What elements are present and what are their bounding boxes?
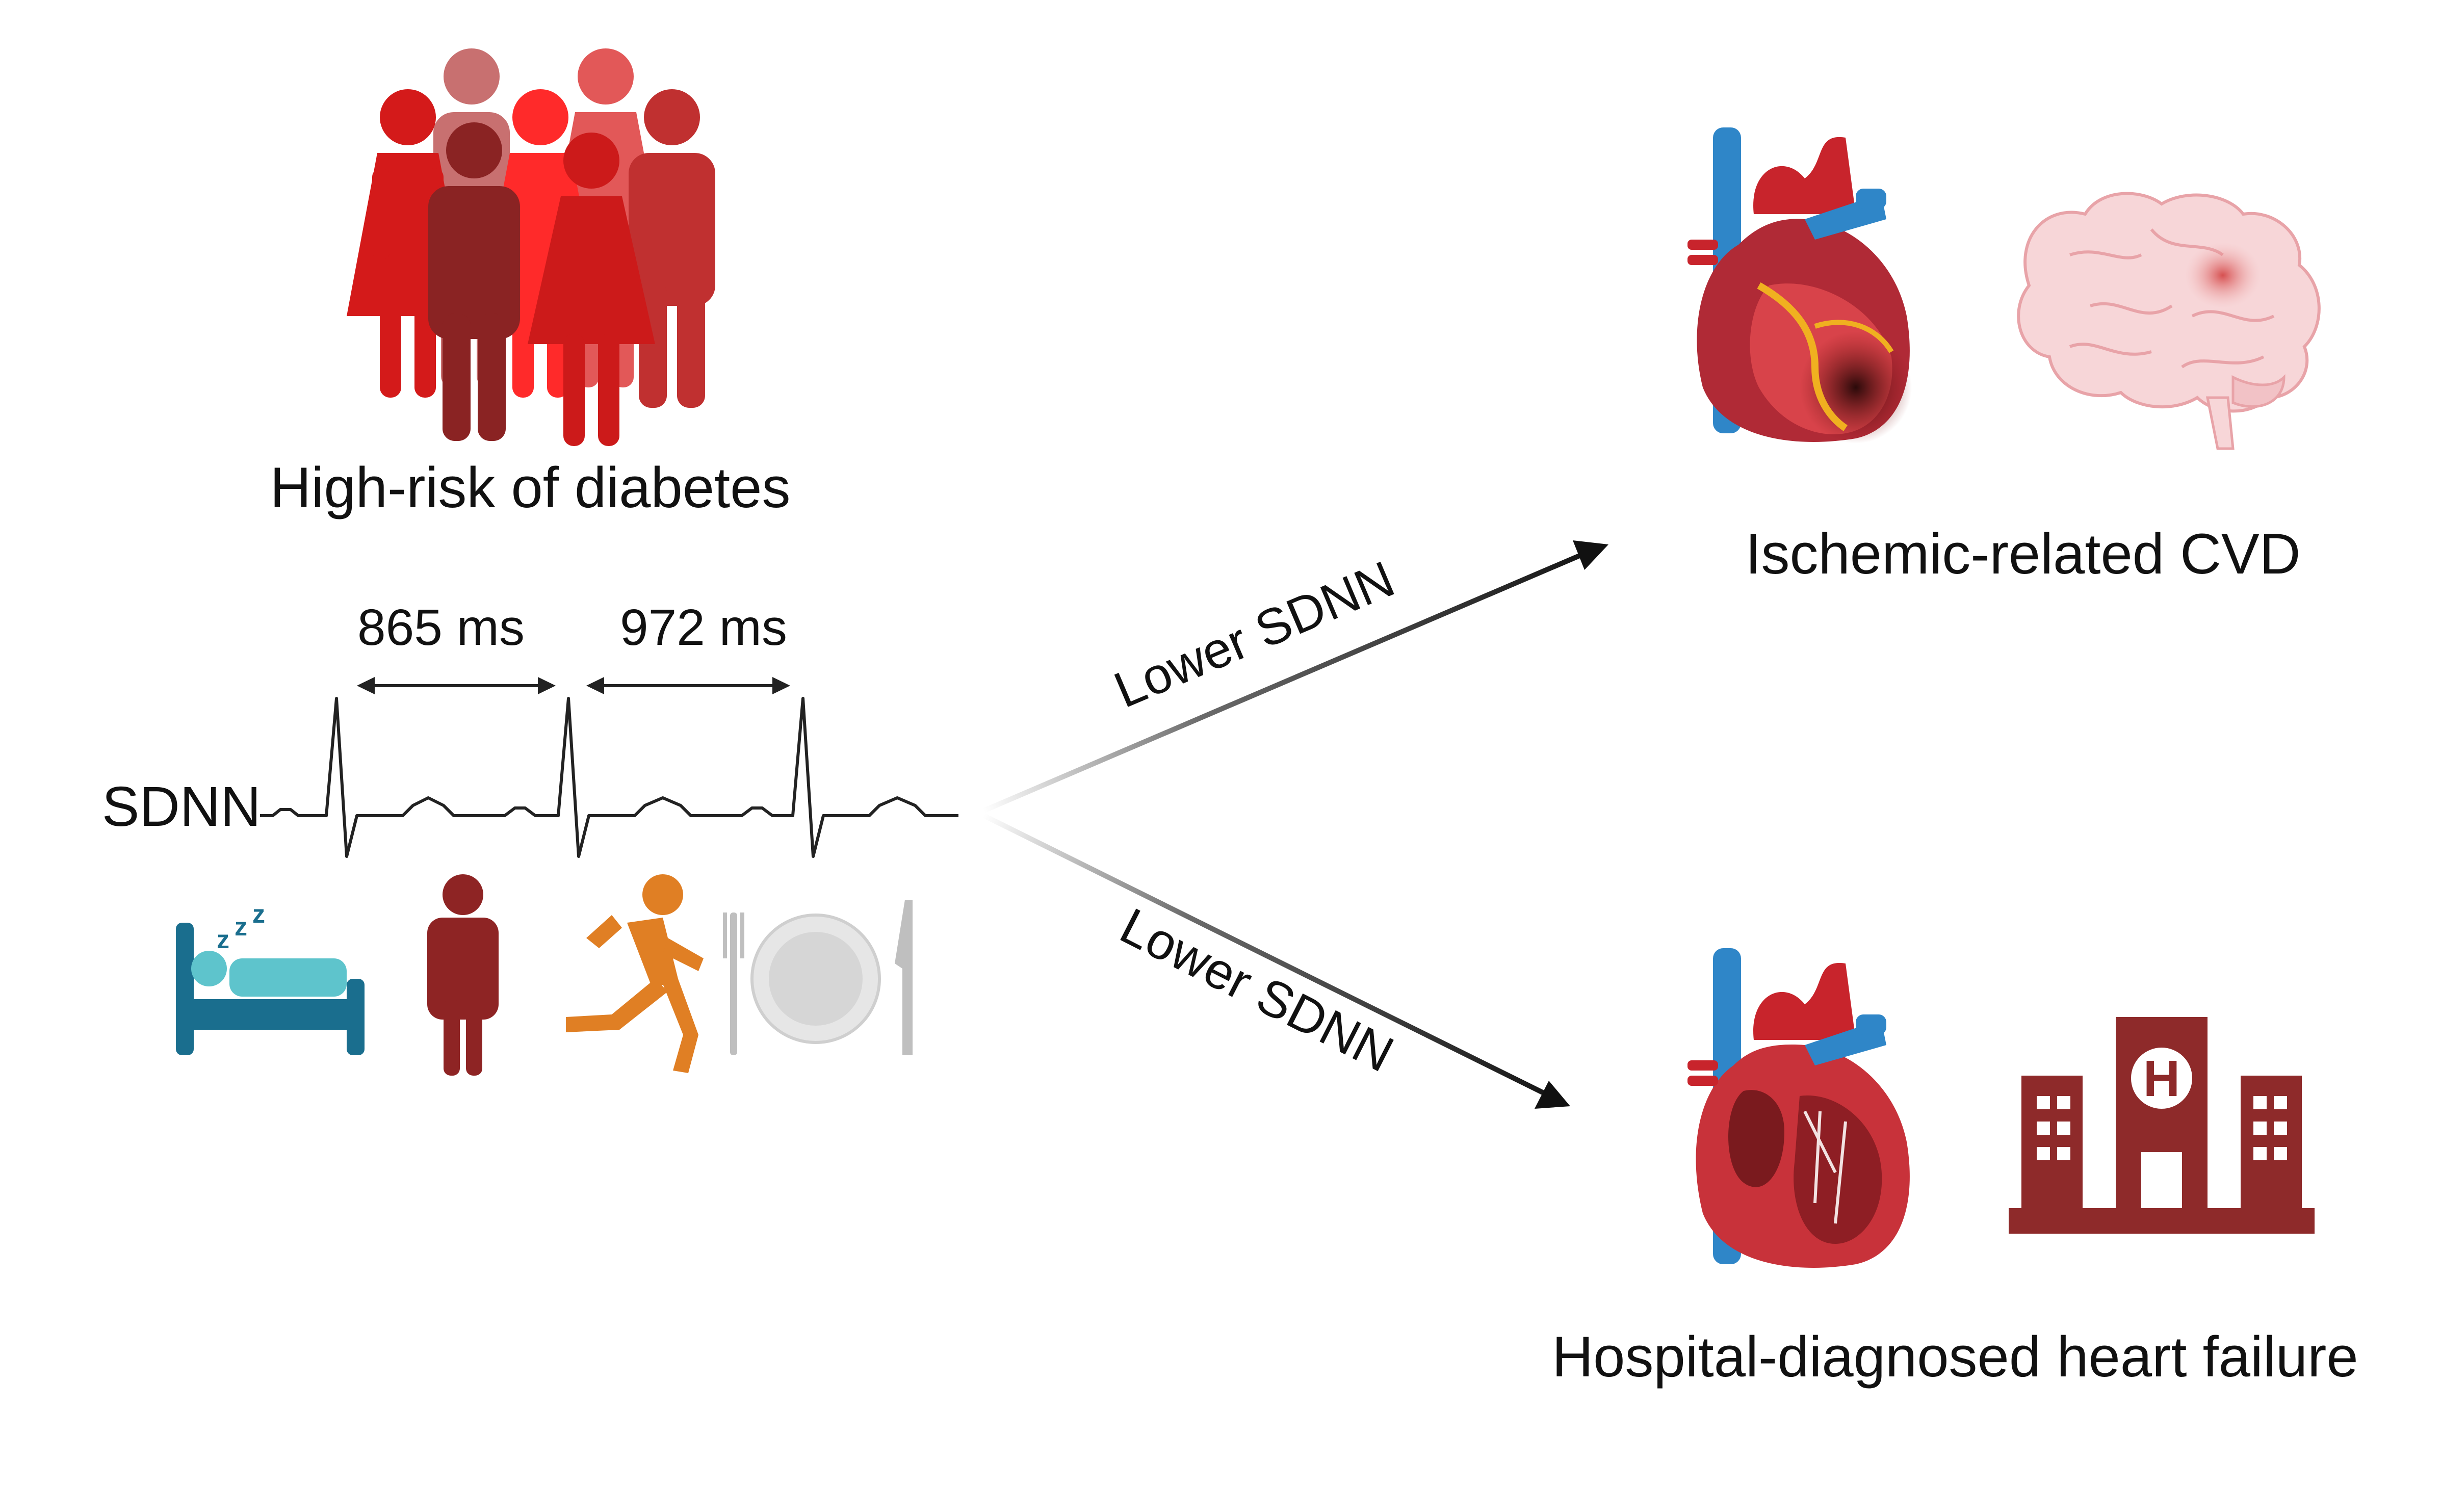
sdnn-label: SDNN [102, 775, 261, 838]
interval-arrow-1 [357, 677, 556, 694]
brain-stroke-icon [2017, 192, 2321, 450]
zzz-glyph: z [252, 900, 265, 928]
zzz-glyph: z [217, 925, 229, 954]
heart-cross-section-icon [1687, 948, 1910, 1268]
person-figure [528, 133, 655, 446]
sleeping-in-bed-icon: z z z [176, 900, 365, 1055]
ischemic-heart-icon [1687, 127, 1912, 444]
running-person-icon [566, 874, 704, 1073]
ecg-trace [260, 697, 958, 858]
person-figure [428, 122, 520, 441]
interval-1-label: 865 ms [357, 599, 525, 656]
heart-failure-label: Hospital-diagnosed heart failure [1552, 1325, 2358, 1389]
hospital-icon: H [2009, 1017, 2315, 1234]
interval-arrow-2 [586, 677, 790, 694]
high-risk-population-icon [347, 48, 715, 446]
hospital-h-letter: H [2143, 1050, 2180, 1107]
interval-2-label: 972 ms [620, 599, 787, 656]
lower-arrow-label: Lower SDNN [1111, 897, 1403, 1083]
arrow-to-ischemic-cvd [983, 540, 1608, 813]
person-figure [629, 89, 715, 408]
population-label: High-risk of diabetes [270, 456, 791, 519]
arrow-to-heart-failure [982, 813, 1570, 1109]
fork-plate-knife-icon [723, 900, 913, 1055]
zzz-glyph: z [235, 913, 247, 941]
ischemic-cvd-label: Ischemic-related CVD [1745, 522, 2300, 586]
standing-person-icon [427, 874, 499, 1076]
